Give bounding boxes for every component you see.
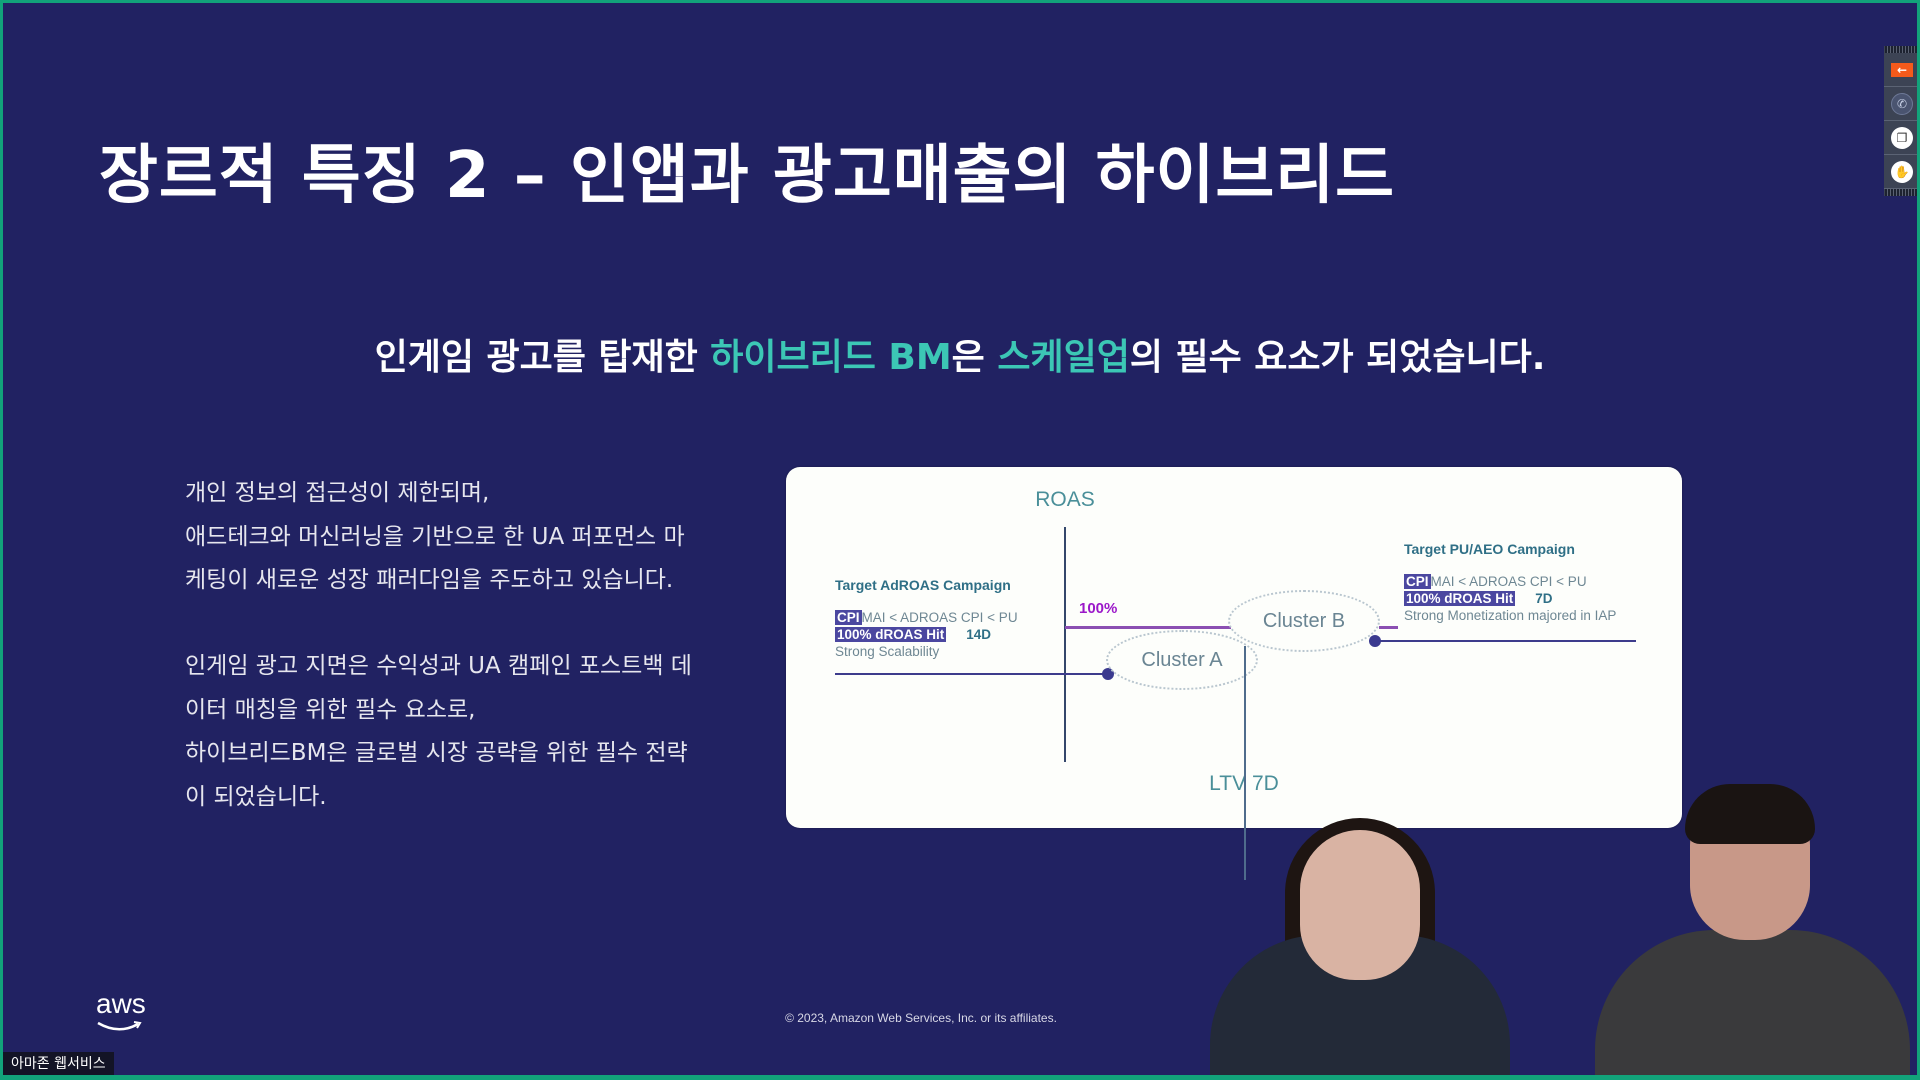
cpi-tag: CPI [835,610,862,625]
body-line: 하이브리드BM은 글로벌 시장 공략을 위한 필수 전략 [185,740,688,766]
aws-smile-icon [97,1021,142,1031]
subtitle-text-2: 은 [951,337,998,378]
presenter-1-face [1300,830,1420,980]
side-toolbar: ← ✆ ❐ ✋ [1884,46,1920,196]
subtitle-highlight-scaleup: 스케일업 [997,337,1130,378]
body-paragraph-2: 인게임 광고 지면은 수익성과 UA 캠페인 포스트백 데 이터 매칭을 위한 … [185,645,725,819]
presenter-2-body [1595,930,1910,1080]
body-line: 이 되었습니다. [185,783,327,810]
roas-ltv-diagram-card: ROAS 100% Cluster A Cluster B LTV 7D Tar… [786,467,1682,828]
right-campaign-line [1375,640,1636,642]
window-icon: ❐ [1891,126,1913,149]
subtitle-text-3: 의 필수 요소가 되었습니다. [1129,337,1546,378]
left-campaign-note: Strong Scalability [835,644,940,659]
slide-subtitle: 인게임 광고를 탑재한 하이브리드 BM은 스케일업의 필수 요소가 되었습니다… [0,328,1920,380]
days-label: 7D [1535,591,1553,606]
aws-logo-text: aws [96,988,146,1019]
threshold-line-segment [1379,626,1398,629]
droas-hit-tag: 100% dROAS Hit [1404,591,1516,606]
roas-axis-line [1064,527,1066,762]
subtitle-text-1: 인게임 광고를 탑재한 [374,337,711,378]
threshold-label: 100% [1079,600,1118,617]
right-campaign-note: Strong Monetization majored in IAP [1404,608,1617,623]
cpi-condition: MAI < ADROAS CPI < PU [1430,574,1587,589]
left-campaign-hit-line: 100% dROAS Hit 14D [835,626,1018,643]
subtitle-highlight-hybrid-bm: 하이브리드 BM [710,337,952,378]
right-campaign-title: Target PU/AEO Campaign [1404,541,1575,557]
cluster-a-ellipse: Cluster A [1106,630,1258,690]
hand-icon: ✋ [1891,160,1913,183]
droas-hit-tag: 100% dROAS Hit [835,627,947,642]
roas-axis-label: ROAS [1035,488,1095,511]
aws-logo: aws [96,990,156,1032]
left-campaign-line [835,673,1108,675]
right-campaign-hit-line: 100% dROAS Hit 7D [1404,590,1616,607]
cluster-a-label: Cluster A [1141,648,1223,671]
body-line: 애드테크와 머신러닝을 기반으로 한 UA 퍼포먼스 마 [185,523,685,550]
body-paragraph-1: 개인 정보의 접근성이 제한되며, 애드테크와 머신러닝을 기반으로 한 UA … [185,472,725,603]
cluster-b-ellipse: Cluster B [1228,590,1380,652]
presenter-2 [1685,784,1815,844]
call-button[interactable]: ✆ [1884,87,1920,121]
window-button[interactable]: ❐ [1884,121,1920,155]
body-line: 케팅이 새로운 성장 패러다임을 주도하고 있습니다. [185,567,674,593]
back-arrow-icon: ← [1891,62,1913,77]
phone-icon: ✆ [1891,92,1913,115]
presenter-webcam-overlay [1200,770,1916,1080]
right-campaign-dot [1369,635,1381,647]
slide-title: 장르적 특징 2 – 인앱과 광고매출의 하이브리드 [99,139,1396,213]
body-line: 인게임 광고 지면은 수익성과 UA 캠페인 포스트백 데 [185,653,692,679]
cpi-condition: MAI < ADROAS CPI < PU [861,610,1018,625]
raise-hand-button[interactable]: ✋ [1884,155,1920,189]
cluster-b-label: Cluster B [1262,609,1346,632]
threshold-line [1065,626,1231,629]
body-line: 이터 매칭을 위한 필수 요소로, [185,696,476,723]
back-button[interactable]: ← [1884,53,1920,87]
ltv-axis-line [1244,646,1246,880]
copyright-footer: © 2023, Amazon Web Services, Inc. or its… [785,1011,1057,1025]
toolbar-drag-handle[interactable] [1885,46,1919,53]
days-label: 14D [966,627,992,642]
left-campaign-title: Target AdROAS Campaign [835,577,1011,593]
cpi-tag: CPI [1404,574,1431,589]
channel-caption: 아마존 웹서비스 [3,1052,114,1076]
body-line: 개인 정보의 접근성이 제한되며, [185,480,490,506]
toolbar-drag-handle-bottom[interactable] [1885,189,1919,196]
